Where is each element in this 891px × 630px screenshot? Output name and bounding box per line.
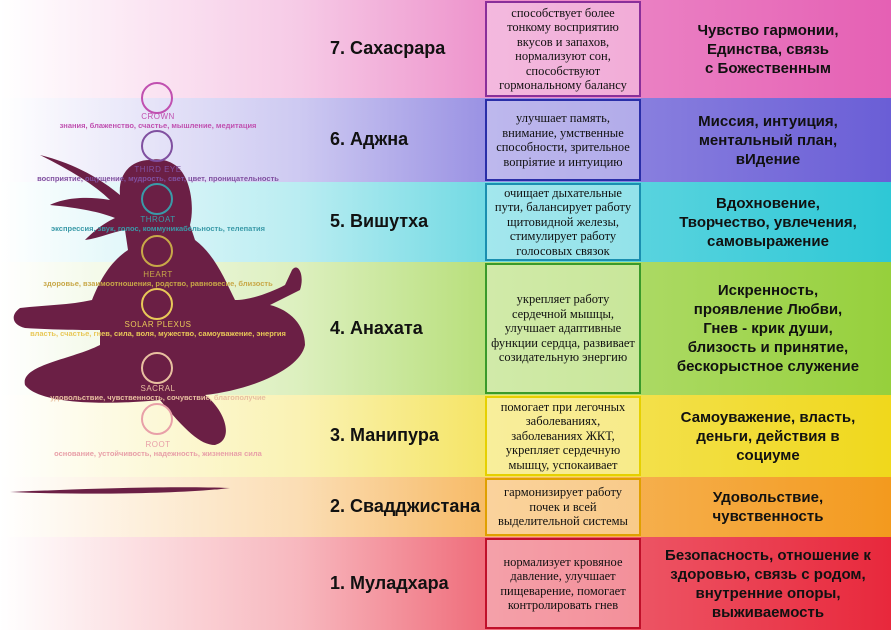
chakra-keywords: основание, устойчивость, надежность, жиз… <box>54 449 262 458</box>
chakra-keywords: знания, блаженство, счастье, мышление, м… <box>59 121 257 130</box>
chakra-description: укрепляет работу сердечной мышцы, улучша… <box>485 263 641 394</box>
chakra-name: 5. Вишутха <box>330 211 429 231</box>
chakra-keywords: власть, счастье, гнев, сила, воля, мужес… <box>30 329 286 338</box>
chakra-title: HEART <box>143 270 173 279</box>
chakra-meaning: Вдохновение, Творчество, увлечения, само… <box>679 194 857 250</box>
chakra-description: нормализует кровяное давление, улучшает … <box>485 538 641 629</box>
chakra-description: способствует более тонкому восприятию вк… <box>485 1 641 97</box>
chakra-name: 2. Свадджистана <box>330 496 481 516</box>
chakra-meaning: Безопасность, отношение к здоровью, связ… <box>665 546 871 621</box>
chakra-meaning: Самоуважение, власть, деньги, действия в… <box>680 408 856 464</box>
chakra-symbol-icon <box>141 235 173 267</box>
chakra-name: 6. Аджна <box>330 129 409 149</box>
chakra-row: 2. Свадджистана гармонизирует работу поч… <box>0 477 891 537</box>
chakra-symbol-icon <box>141 352 173 384</box>
chakra-description: помогает при легочных заболеваниях, забо… <box>485 396 641 476</box>
chakra-title: SOLAR PLEXUS <box>124 320 192 329</box>
chakra-symbol-icon <box>141 288 173 320</box>
chakra-row: 1. Муладхара нормализует кровяное давлен… <box>0 537 891 630</box>
chakra-row: 7. Сахасрара способствует более тонкому … <box>0 0 891 98</box>
chakra-keywords: удовольствие, чувственность, сочувствие,… <box>50 393 266 402</box>
chakra-description: очищает дыхательные пути, балансирует ра… <box>485 183 641 261</box>
chakra-keywords: экспрессия, звук, голос, коммуникабельно… <box>50 224 266 233</box>
chakra-symbol-icon <box>141 403 173 435</box>
chakra-meaning: Удовольствие, чувственность <box>712 489 824 525</box>
chakra-name: 1. Муладхара <box>330 572 449 593</box>
chakra-meaning: Искренность, проявление Любви, Гнев - кр… <box>676 282 860 375</box>
chakra-description: гармонизирует работу почек и всей выдели… <box>485 478 641 536</box>
chakra-title: SACRAL <box>140 384 176 393</box>
chakra-title: THROAT <box>140 215 176 224</box>
chakra-symbol-icon <box>141 183 173 215</box>
chakra-name: 7. Сахасрара <box>330 38 446 58</box>
chakra-symbol-icon <box>141 82 173 114</box>
chakra-meaning: Миссия, интуиция, ментальный план, вИден… <box>698 112 838 168</box>
chakra-meaning: Чувство гармонии, Единства, связь с Боже… <box>697 21 839 77</box>
chakra-keywords: здоровье, взаимоотношения, родство, равн… <box>43 279 273 288</box>
chakra-symbol-icon <box>141 130 173 162</box>
chakra-description: улучшает память, внимание, умственные сп… <box>485 99 641 181</box>
chakra-row: 3. Манипура помогает при легочных заболе… <box>0 395 891 477</box>
chakra-name: 4. Анахата <box>330 317 423 338</box>
chakra-title: THIRD EYE <box>134 165 182 174</box>
chakra-name: 3. Манипура <box>330 425 439 445</box>
chakra-title: ROOT <box>145 440 171 449</box>
chakra-keywords: восприятие, ощущение, мудрость, свет, цв… <box>37 174 279 183</box>
chakra-title: CROWN <box>141 112 175 121</box>
